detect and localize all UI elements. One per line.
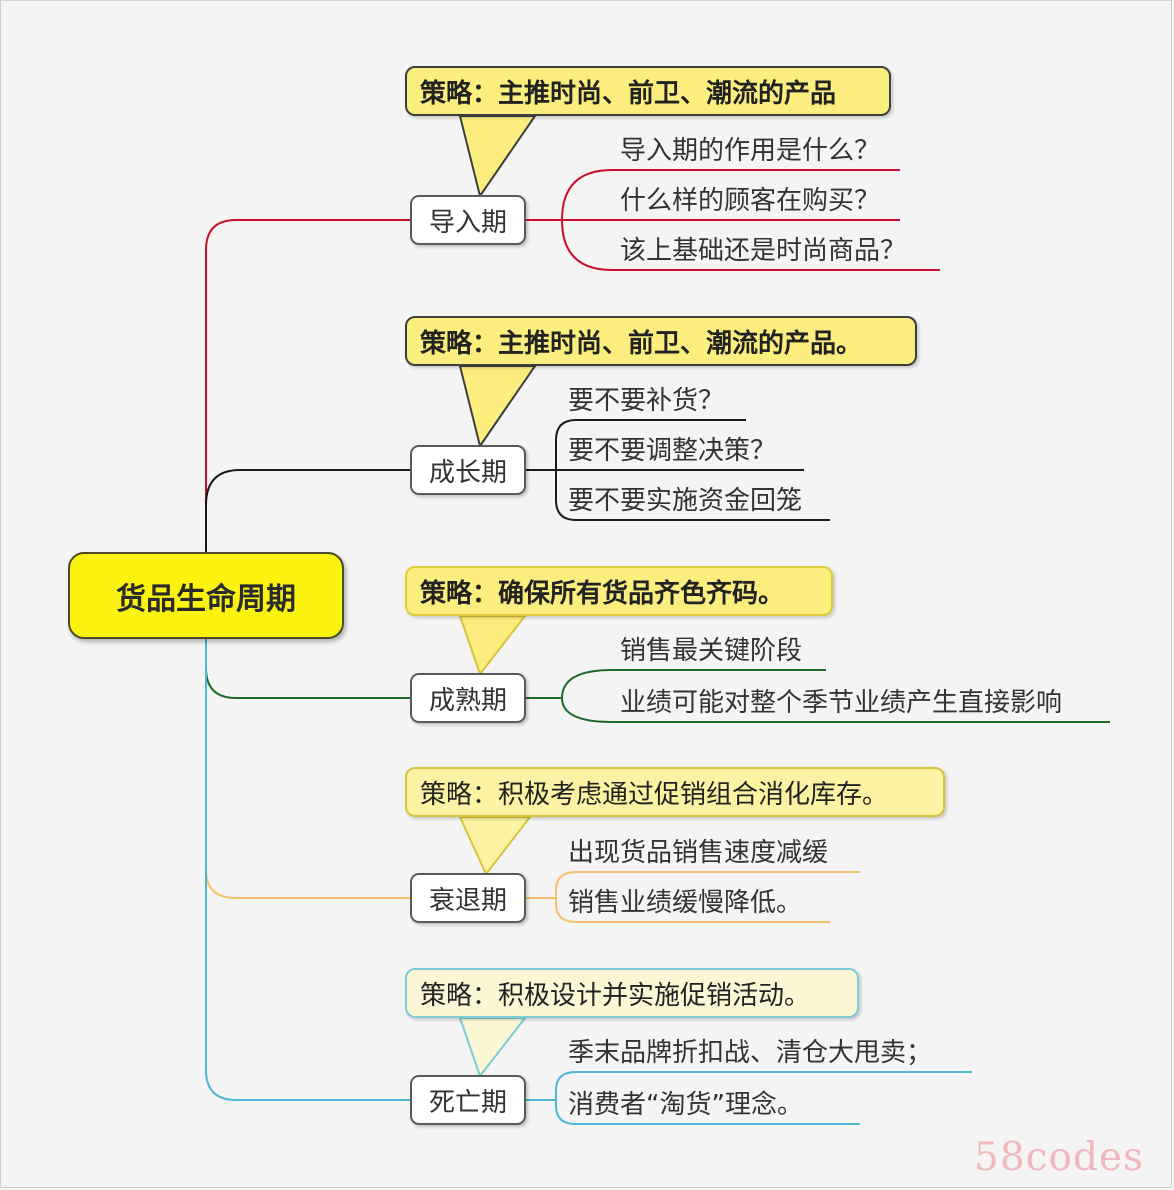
connector-root-stage3	[205, 639, 410, 699]
strategy-callout-stage3: 策略：确保所有货品齐色齐码。	[405, 566, 833, 616]
connector-root-stage1	[205, 219, 410, 552]
callout-tail-stage5	[459, 1017, 526, 1077]
detail-5-1: 季末品牌折扣战、清仓大甩卖；	[568, 1038, 933, 1068]
connector-stage2-details	[526, 419, 830, 521]
detail-2-3: 要不要实施资金回笼	[568, 486, 803, 516]
strategy-callout-stage4: 策略：积极考虑通过促销组合消化库存。	[405, 767, 945, 817]
detail-1-1: 导入期的作用是什么？	[620, 136, 881, 166]
detail-4-1: 出现货品销售速度减缓	[568, 838, 829, 868]
detail-2-2: 要不要调整决策？	[568, 436, 777, 466]
stage-node-1: 导入期	[410, 195, 526, 245]
connector-stage4-details	[526, 871, 860, 923]
connector-stage5-details	[526, 1071, 972, 1125]
callout-tail-stage3	[459, 615, 526, 675]
connector-root-stage4	[205, 869, 410, 899]
detail-4-2: 销售业绩缓慢降低。	[568, 888, 803, 918]
detail-3-1: 销售最关键阶段	[620, 636, 803, 666]
strategy-callout-stage1: 策略：主推时尚、前卫、潮流的产品	[405, 66, 891, 116]
callout-tail-stage2	[459, 365, 536, 447]
stage-node-5: 死亡期	[410, 1075, 526, 1125]
detail-1-3: 该上基础还是时尚商品？	[620, 236, 907, 266]
strategy-callout-stage5: 策略：积极设计并实施促销活动。	[405, 968, 859, 1018]
detail-3-2: 业绩可能对整个季节业绩产生直接影响	[620, 688, 1063, 718]
connector-root-stage5	[205, 639, 410, 1101]
connector-stage3-details	[526, 669, 1110, 723]
detail-5-2: 消费者“淘货”理念。	[568, 1090, 803, 1120]
connector-root-stage2	[205, 469, 410, 552]
watermark: 58codes	[974, 1135, 1145, 1180]
callout-tail-stage4	[459, 816, 531, 875]
stage-node-2: 成长期	[410, 445, 526, 495]
detail-2-1: 要不要补货？	[568, 386, 725, 416]
detail-1-2: 什么样的顾客在购买？	[620, 186, 881, 216]
stage-node-4: 衰退期	[410, 873, 526, 923]
callout-tail-stage1	[459, 115, 536, 197]
connector-stage1-details	[526, 169, 940, 271]
stage-node-3: 成熟期	[410, 673, 526, 723]
strategy-callout-stage2: 策略：主推时尚、前卫、潮流的产品。	[405, 316, 917, 366]
root-node: 货品生命周期	[68, 552, 344, 639]
